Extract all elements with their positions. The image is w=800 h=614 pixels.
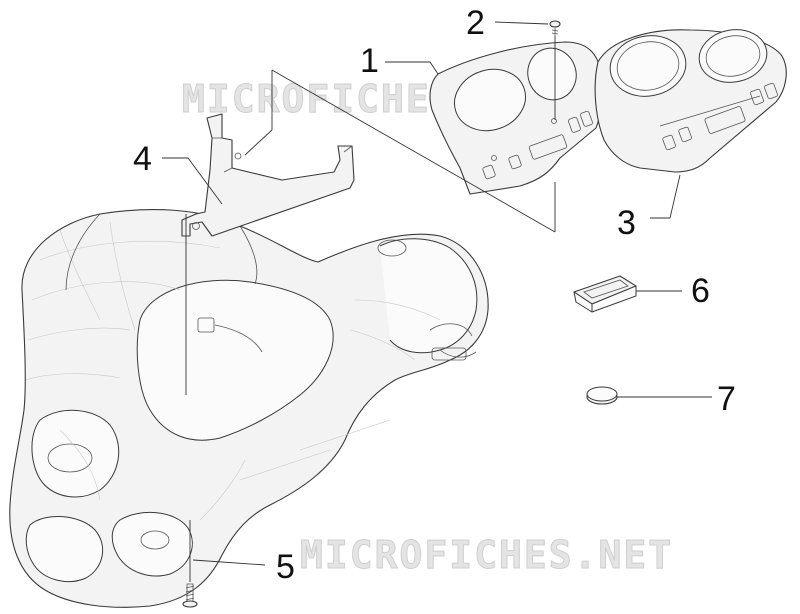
part-3-instrument-cluster [594,29,787,173]
watermark-bottom: MICROFICHES.NET [300,533,673,577]
callout-5: 5 [276,548,295,586]
leader-lines [162,21,712,582]
handlebar-cover [9,208,489,608]
part-2-screw [549,20,561,36]
callout-1: 1 [360,42,379,80]
part-5-screw [182,583,198,608]
callout-3: 3 [617,204,636,242]
part-1-instrument-cover [429,41,604,195]
part-7-cap [586,386,618,405]
callout-7: 7 [717,380,736,418]
callout-4: 4 [133,140,152,178]
part-6-lens [573,275,637,313]
part-4-bracket [181,113,355,237]
callout-6: 6 [691,272,710,310]
callout-2: 2 [466,4,485,42]
